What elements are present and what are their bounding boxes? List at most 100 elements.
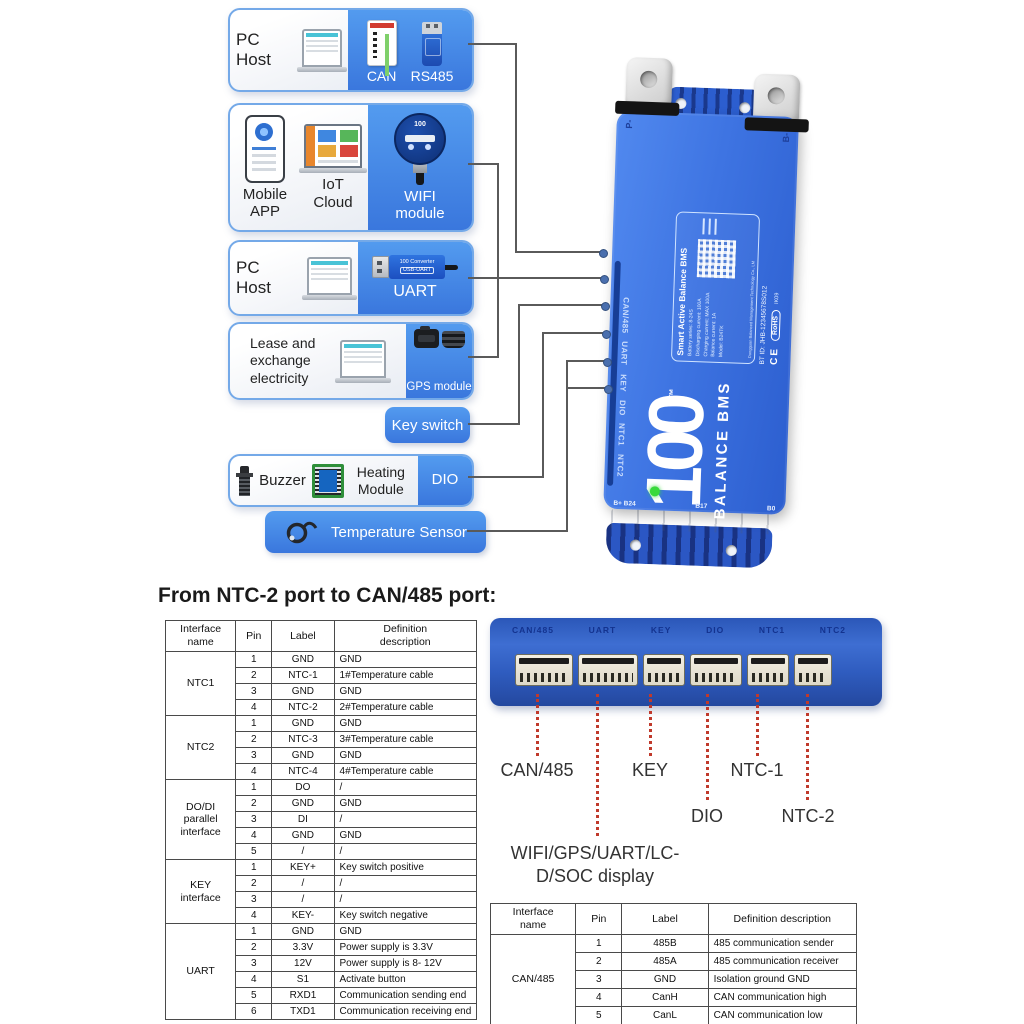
- pc-host-label: PC Host: [236, 30, 271, 69]
- pin-cell: 485 communication receiver: [707, 952, 858, 971]
- pin-cell: TXD1: [271, 1003, 335, 1020]
- device-spec-sticker: Smart Active Balance BMS Battery series:…: [670, 210, 760, 364]
- connector-row: [490, 654, 832, 686]
- pin-cell: GND: [333, 923, 478, 940]
- can-label: CAN: [366, 68, 397, 85]
- gps-module-icon: [413, 326, 465, 348]
- leader-line-wifi: [596, 694, 599, 836]
- pin-cell: Isolation ground GND: [707, 970, 858, 989]
- pin-cell: KEY+: [271, 859, 335, 876]
- box-mobile-iot-wifi: Mobile APP IoT Cloud 100 WIFI module: [228, 103, 474, 232]
- interface-name-cell: DO/DI parallel interface: [164, 779, 237, 860]
- logo-number: 100: [628, 397, 721, 510]
- pin-cell: CanH: [621, 988, 709, 1007]
- terminal-clamp-right: [744, 117, 809, 133]
- pin-cell: /: [333, 811, 478, 828]
- pin-cell: 2#Temperature cable: [333, 699, 478, 716]
- device-port-label-2: KEY: [618, 373, 628, 392]
- pin-cell: 4: [235, 907, 273, 924]
- rohs-mark: RoHS: [770, 309, 781, 341]
- pin-cell: 5: [235, 843, 273, 860]
- pin-cell: /: [271, 875, 335, 892]
- qr-code: [696, 238, 736, 278]
- pin-cell: 5: [235, 987, 273, 1004]
- pin-cell: Key switch negative: [333, 907, 478, 924]
- interface-name-cell: UART: [164, 923, 237, 1020]
- device-body: P- B- CAN/485UARTKEYDIONTC1NTC2 Smart Ac…: [603, 110, 799, 519]
- pin-cell: 2: [235, 731, 273, 748]
- pin-cell: 3: [575, 970, 623, 989]
- mobile-app: Mobile APP: [236, 114, 294, 221]
- box-pc-host-uart: PC Host 100 Converter USB-UART UART: [228, 240, 474, 316]
- pin-cell: NTC-4: [271, 763, 335, 780]
- pin-cell: 5: [575, 1006, 623, 1024]
- wifi-module-label: WIFI module: [395, 187, 445, 222]
- ik-rating: IK09: [772, 292, 780, 304]
- pin-cell: 1: [235, 779, 273, 796]
- engraved-port-label-4: NTC1: [758, 625, 786, 635]
- terminal-b-label: B-: [780, 132, 791, 143]
- pin-cell: 4#Temperature cable: [333, 763, 478, 780]
- ntc1-connector: [747, 654, 789, 686]
- pin-cell: 1: [235, 923, 273, 940]
- pin-cell: 1#Temperature cable: [333, 667, 478, 684]
- uart-label: UART: [393, 283, 437, 301]
- laptop-icon: [335, 339, 391, 383]
- key-connector: [643, 654, 685, 686]
- pin-cell: 485A: [621, 952, 709, 971]
- temperature-sensor-label: Temperature Sensor: [331, 523, 467, 541]
- heating-module-label: Heating Module: [356, 464, 405, 497]
- iot-dashboard-icon: [299, 124, 367, 174]
- leader-line-ntc2: [806, 694, 809, 800]
- pin-cell: CAN communication low: [707, 1006, 858, 1024]
- interface-name-cell: KEY interface: [164, 859, 237, 924]
- port-dot-uart: [600, 275, 609, 284]
- balance-bms-logo: 100™ BALANCE BMS: [628, 357, 767, 541]
- key-switch-badge: Key switch: [385, 407, 470, 443]
- key-switch-label: Key switch: [391, 416, 464, 434]
- dio-label: DIO: [431, 471, 459, 489]
- pin-cell: /: [271, 843, 335, 860]
- pin-cell: NTC-2: [271, 699, 335, 716]
- column-header: Label: [271, 620, 335, 652]
- pin-cell: /: [333, 843, 478, 860]
- callout-ntc1: NTC-1: [730, 760, 784, 780]
- sticker-company: Dongguan Balanced Management Technology …: [746, 260, 755, 358]
- pin-cell: GND: [333, 651, 478, 668]
- pin-cell: 1: [575, 934, 623, 953]
- pinout-heading: From NTC-2 port to CAN/485 port:: [158, 584, 497, 607]
- pin-cell: GND: [333, 715, 478, 732]
- device-port-label-5: NTC2: [615, 454, 626, 478]
- callout-can485: CAN/485: [500, 760, 574, 780]
- interface-name-cell: CAN/485: [489, 934, 577, 1024]
- pin-cell: 3: [235, 955, 273, 972]
- rs485-label: RS485: [410, 68, 454, 85]
- callout-dio: DIO: [690, 806, 723, 826]
- pin-cell: 4: [235, 827, 273, 844]
- pin-cell: CanL: [621, 1006, 709, 1024]
- pin-cell: 3: [235, 891, 273, 908]
- column-header: Interface name: [164, 620, 237, 652]
- leader-line-ntc1: [756, 694, 759, 756]
- laptop-icon: [296, 28, 347, 72]
- uart-connector: [578, 654, 638, 686]
- pin-cell: /: [333, 779, 478, 796]
- temperature-sensor-badge: Temperature Sensor: [265, 511, 486, 553]
- callout-key: KEY: [631, 760, 669, 780]
- pin-cell: GND: [271, 651, 335, 668]
- engraved-port-label-5: NTC2: [819, 625, 846, 635]
- device-port-label-0: CAN/485: [620, 297, 631, 334]
- pin-cell: Key switch positive: [333, 859, 478, 876]
- rs485-usb-icon: [422, 22, 442, 67]
